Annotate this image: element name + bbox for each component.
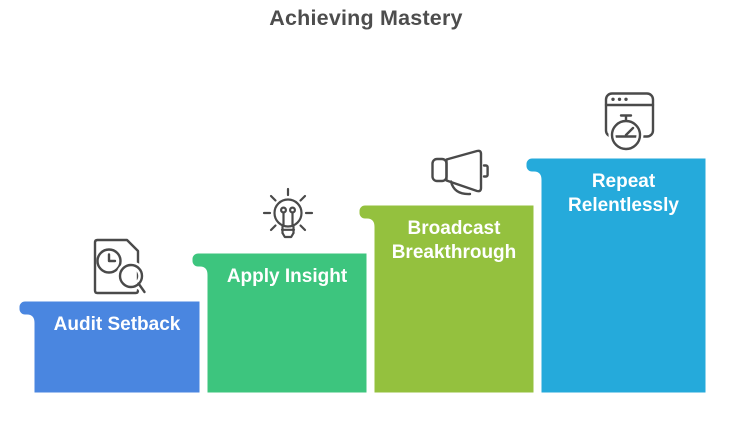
step-bar-3 [356,202,537,396]
stopwatch-window-icon [596,90,660,156]
document-search-icon [90,236,150,296]
step-bar-4 [523,155,709,396]
megaphone-icon [428,148,492,196]
step-label-repeat-relentlessly: Repeat Relentlessly [568,171,679,216]
lightbulb-idea-icon [258,186,318,246]
page-title: Achieving Mastery [269,6,463,30]
step-bar-2 [189,250,370,396]
step-bar-1 [16,298,203,396]
step-label-apply-insight: Apply Insight [226,266,348,287]
step-label-audit-setback: Audit Setback [53,314,181,335]
step-label-broadcast-breakthrough: Broadcast Breakthrough [391,218,517,263]
